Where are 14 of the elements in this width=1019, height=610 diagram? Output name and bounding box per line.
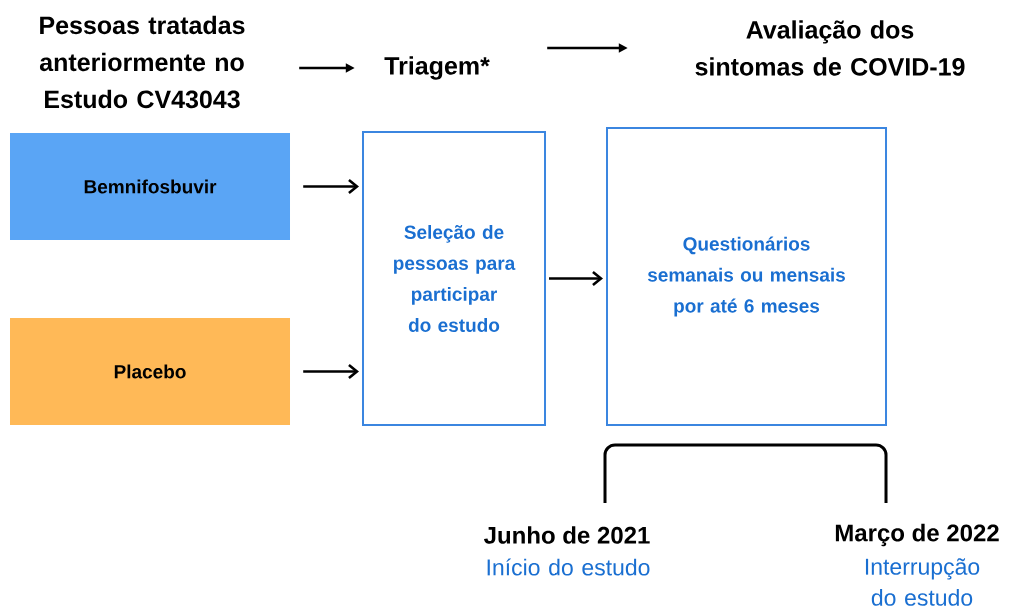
heading-text: Avaliação dos sintomas de COVID-19 <box>695 20 965 76</box>
date-label: Março de 2022 <box>835 523 999 547</box>
process-box: Seleção de pessoas para participar do estudo <box>362 131 546 426</box>
group-box: Bemnifosbuvir <box>10 133 290 240</box>
milestone-label: Interrupção do estudo <box>865 558 980 606</box>
heading-text: Pessoas tratadas anteriormente no Estudo CV43043 <box>39 15 245 109</box>
process-box: Questionários semanais ou mensais por até 6 meses <box>606 127 887 426</box>
heading-text: Triagem* <box>384 56 490 80</box>
arrow <box>303 179 359 194</box>
date-label: Junho de 2021 <box>484 526 650 544</box>
arrow <box>303 364 359 379</box>
group-box: Placebo <box>10 318 290 425</box>
arrow <box>549 271 603 286</box>
milestone-label: Início do estudo <box>487 558 650 576</box>
